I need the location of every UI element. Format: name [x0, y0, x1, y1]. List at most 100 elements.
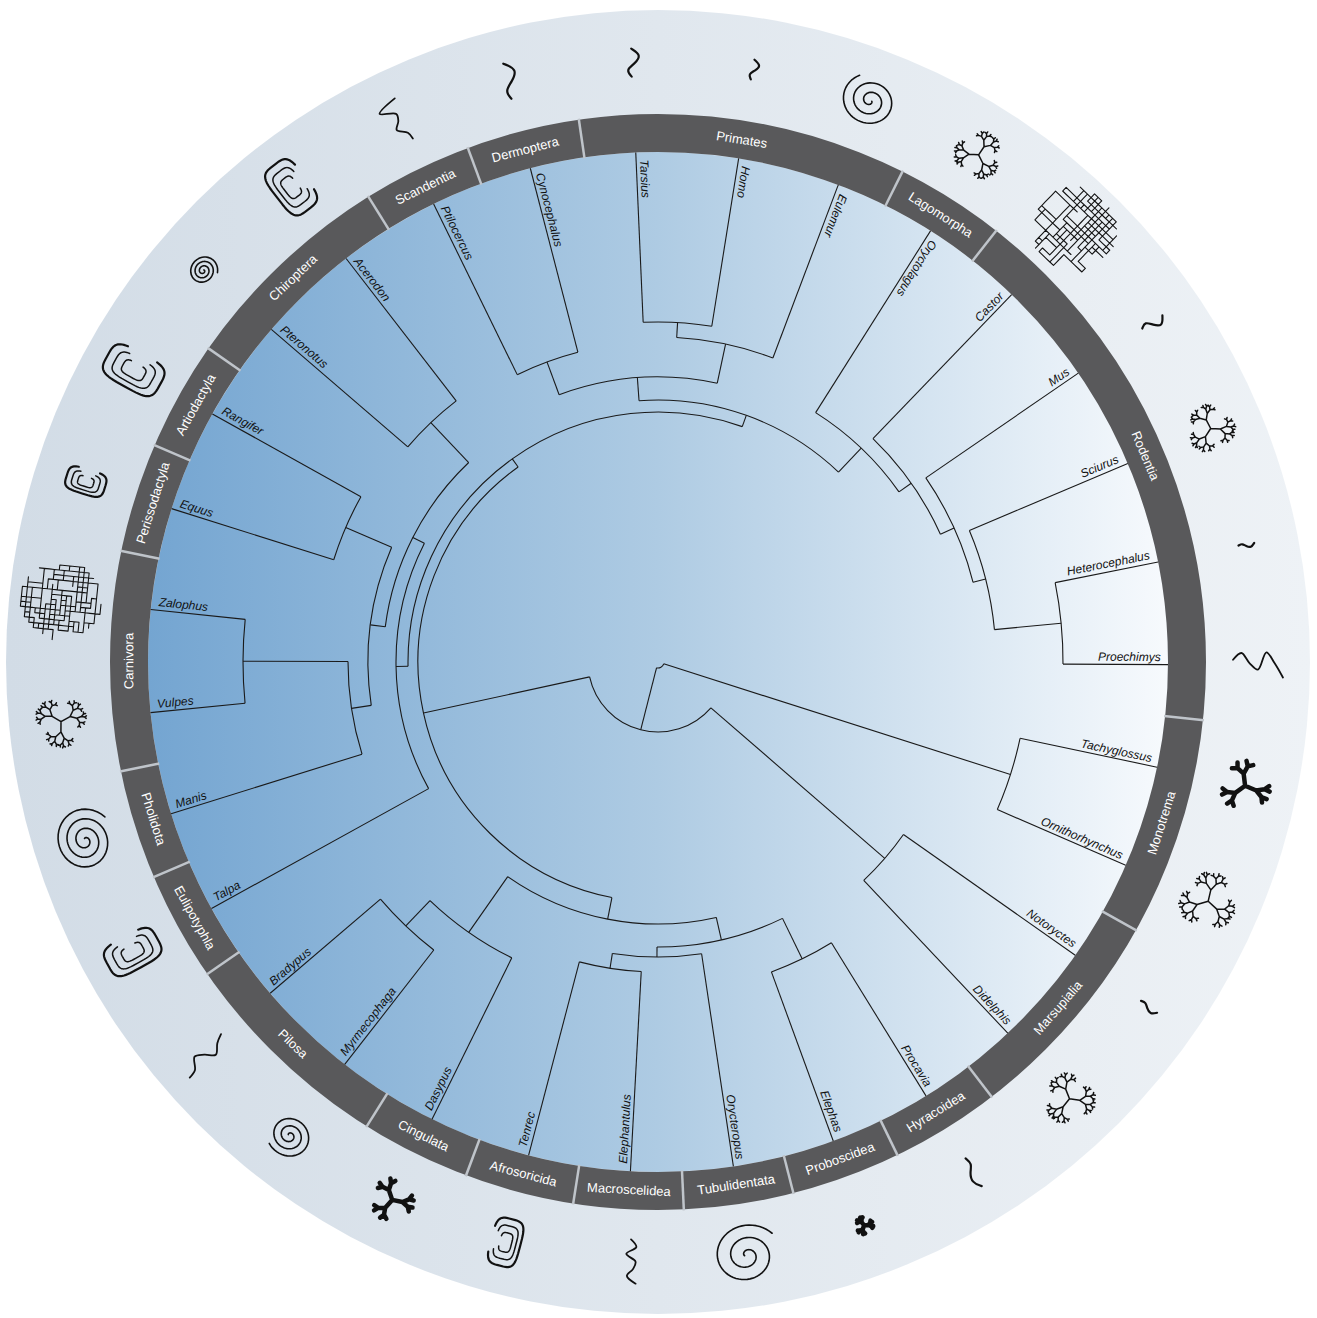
band-separator [972, 230, 997, 261]
glyph-stroke [492, 1224, 520, 1262]
pattern-glyph [836, 72, 898, 130]
band-separator [120, 763, 159, 771]
pattern-glyph [1174, 864, 1247, 937]
tree-branch [430, 901, 512, 958]
tree-branch [385, 463, 468, 627]
pattern-glyph [1033, 1065, 1103, 1135]
glyph-stroke [1180, 397, 1241, 457]
tree-branch [547, 362, 559, 395]
pattern-glyph [51, 803, 118, 873]
glyph-stroke [1141, 313, 1166, 335]
band-separator [466, 1139, 480, 1176]
tree-branch [630, 972, 641, 1172]
phylogenetic-tree [151, 152, 1168, 1171]
glyph-stroke [486, 1216, 527, 1270]
pattern-glyphs [17, 48, 1283, 1283]
tree-branch [997, 810, 1125, 866]
pattern-glyph [749, 59, 760, 80]
glyph-stroke [1033, 1065, 1103, 1135]
pattern-glyph [1233, 652, 1283, 677]
pattern-glyph [98, 340, 168, 401]
glyph-stroke [1138, 1000, 1157, 1016]
tree-branch [873, 295, 1012, 439]
tree-branch [940, 528, 954, 534]
tree-branch [579, 962, 641, 972]
pattern-glyph [63, 464, 109, 499]
pattern-glyph [264, 1112, 317, 1165]
glyph-stroke [376, 98, 414, 147]
tree-branch [973, 579, 986, 582]
tree-branch [997, 738, 1020, 809]
glyph-stroke [100, 924, 166, 981]
pattern-glyph [1238, 542, 1255, 549]
glyph-stroke [625, 1239, 638, 1284]
tree-branch [171, 754, 362, 813]
tree-branch [643, 322, 712, 326]
tree-branch [418, 467, 612, 898]
glyph-stroke [836, 72, 898, 130]
band-separator [120, 551, 159, 559]
tree-branch [873, 439, 940, 535]
tree-branch [838, 448, 861, 472]
glyph-stroke [110, 932, 156, 972]
glyph-stroke [366, 1175, 420, 1228]
pattern-glyph [1138, 1000, 1157, 1016]
tree-branch [782, 918, 802, 958]
glyph-stroke [260, 155, 321, 220]
tree-branch [432, 958, 512, 1119]
tree-branch [512, 459, 518, 467]
tree-branch [969, 530, 994, 629]
glyph-stroke [1017, 173, 1130, 286]
tree-branch [345, 950, 434, 1064]
band-separator [784, 1155, 794, 1194]
band-separator [579, 119, 585, 159]
pattern-glyph [186, 252, 222, 288]
glyph-stroke [181, 1034, 229, 1078]
tree-branch [657, 918, 782, 947]
tree-branch [612, 953, 701, 957]
band-separator [207, 952, 240, 975]
tree-branch [717, 344, 725, 383]
tree-branch [380, 899, 433, 950]
pattern-glyph [1141, 313, 1166, 335]
tree-branch [639, 400, 838, 472]
glyph-stroke [120, 941, 146, 964]
pattern-glyph [854, 1214, 875, 1235]
tree-branch [270, 899, 380, 993]
tree-branch [656, 947, 657, 957]
tree-branch [608, 898, 612, 920]
glyph-stroke [627, 48, 639, 76]
tree-branch [370, 625, 385, 627]
tree-branch [243, 619, 245, 703]
tree-branch [396, 666, 408, 667]
tree-branch [610, 953, 612, 968]
tree-branch [559, 377, 717, 395]
tree-branch [408, 412, 742, 666]
glyph-stroke [749, 59, 760, 80]
pattern-glyph [500, 61, 521, 99]
tree-branch [172, 509, 334, 560]
order-name: Macroscelidea [587, 1180, 672, 1200]
glyph-stroke [120, 358, 148, 383]
tree-branch [368, 547, 392, 705]
band-separator [468, 147, 482, 185]
pattern-glyph [260, 155, 321, 220]
pattern-glyph [486, 1216, 527, 1270]
band-separator [1164, 716, 1204, 720]
glyph-stroke [98, 340, 168, 401]
pattern-glyph [100, 924, 166, 981]
glyph-stroke [77, 475, 95, 489]
tree-branch [771, 972, 833, 1141]
tree-branch [712, 158, 739, 326]
band-separator [968, 1066, 992, 1098]
band-separator [154, 445, 191, 461]
band-separator [366, 1093, 387, 1127]
pattern-glyph [1220, 757, 1275, 812]
pattern-glyph [713, 1222, 778, 1284]
glyph-stroke [500, 61, 521, 99]
glyph-stroke [264, 1112, 317, 1165]
tree-branch [742, 415, 746, 426]
glyph-stroke [279, 174, 304, 200]
pattern-glyph [17, 561, 104, 644]
